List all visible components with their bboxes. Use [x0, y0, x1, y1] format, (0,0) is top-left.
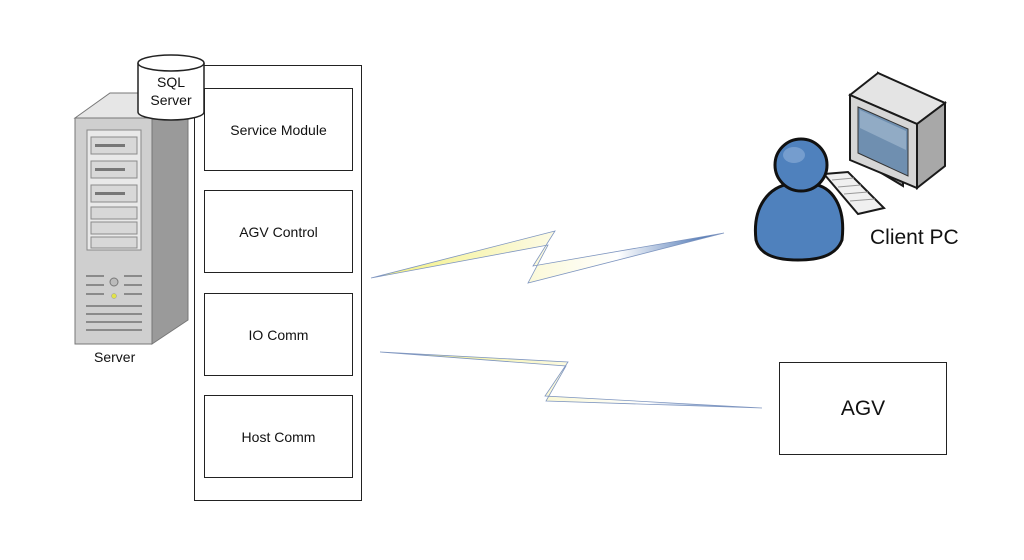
client-pc-label: Client PC — [870, 226, 959, 249]
database-label-line1: SQL — [156, 74, 185, 90]
database-label-line2: Server — [150, 92, 192, 108]
monitor-icon — [848, 71, 947, 191]
agv-control-box: AGV Control — [204, 190, 353, 273]
server-label: Server — [94, 349, 136, 365]
keyboard-icon — [821, 170, 886, 216]
io-comm-box: IO Comm — [204, 293, 353, 376]
service-module-label: Service Module — [230, 121, 327, 138]
agv-control-label: AGV Control — [239, 223, 318, 240]
host-comm-label: Host Comm — [241, 428, 316, 445]
agv-box: AGV — [779, 362, 947, 455]
host-comm-box: Host Comm — [204, 395, 353, 478]
wireless-link-agv — [379, 351, 763, 409]
agv-label: AGV — [840, 396, 886, 420]
wireless-link-client — [370, 230, 725, 284]
service-module-box: Service Module — [204, 88, 353, 171]
database-label: SQL Server — [138, 73, 204, 109]
io-comm-label: IO Comm — [248, 326, 309, 343]
user-icon — [753, 137, 845, 262]
